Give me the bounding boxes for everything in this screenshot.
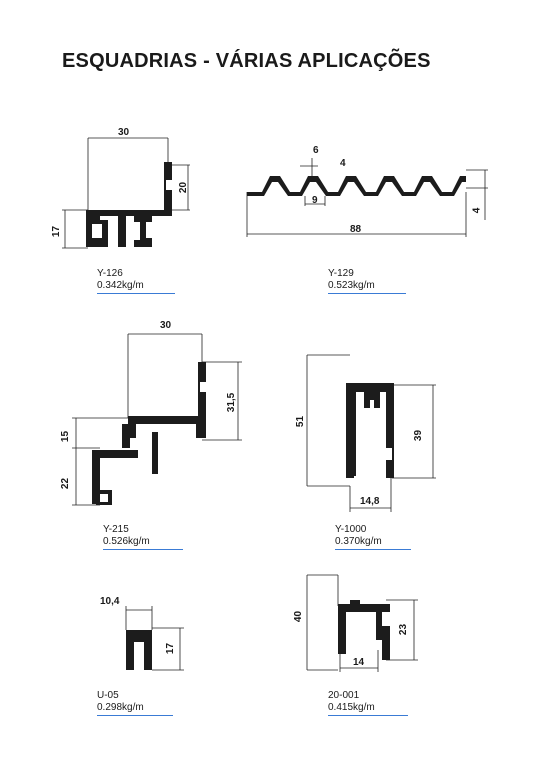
u05-underline [97, 715, 173, 716]
y126-code: Y-126 [97, 268, 123, 279]
20001-dim-40: 40 [293, 610, 305, 623]
y126-dim-left-height: 17 [51, 225, 63, 238]
profile-20001-drawing [306, 574, 418, 672]
u05-code: U-05 [97, 690, 119, 701]
y129-code: Y-129 [328, 268, 354, 279]
y129-underline [328, 293, 406, 294]
20001-dim-14: 14 [353, 657, 365, 668]
y126-dim-width: 30 [118, 127, 130, 138]
y129-weight: 0.523kg/m [328, 280, 375, 291]
y129-dim-9: 9 [312, 195, 318, 206]
y1000-underline [335, 549, 411, 550]
20001-weight: 0.415kg/m [328, 702, 375, 713]
y215-dim-22: 22 [60, 477, 72, 490]
profile-y1000-drawing [306, 354, 436, 512]
y215-weight: 0.526kg/m [103, 536, 150, 547]
y129-dim-88: 88 [350, 224, 362, 235]
y1000-dim-39: 39 [413, 429, 425, 442]
y126-weight: 0.342kg/m [97, 280, 144, 291]
profile-y126-drawing [62, 137, 190, 249]
u05-weight: 0.298kg/m [97, 702, 144, 713]
20001-code: 20-001 [328, 690, 360, 701]
y129-dim-6: 6 [313, 145, 319, 156]
page-title: ESQUADRIAS - VÁRIAS APLICAÇÕES [62, 50, 431, 72]
y1000-dim-51: 51 [295, 415, 307, 428]
20001-underline [328, 715, 408, 716]
20001-dim-23: 23 [398, 623, 410, 636]
y129-dim-4-top: 4 [340, 158, 346, 169]
y215-dim-right-height: 31,5 [226, 392, 238, 413]
profile-y129-drawing [246, 158, 488, 237]
profile-y215-drawing [72, 333, 242, 506]
u05-dim-10-4: 10,4 [100, 596, 120, 607]
y215-underline [103, 549, 183, 550]
profile-u05-drawing [125, 606, 184, 671]
y129-dim-4-right: 4 [471, 207, 483, 214]
y126-dim-right-height: 20 [178, 181, 190, 194]
u05-dim-17: 17 [165, 642, 177, 655]
y1000-code: Y-1000 [335, 524, 367, 535]
y1000-weight: 0.370kg/m [335, 536, 382, 547]
y215-code: Y-215 [103, 524, 129, 535]
y126-underline [97, 293, 175, 294]
y1000-dim-14-8: 14,8 [360, 496, 380, 507]
y215-dim-15: 15 [60, 430, 72, 443]
y215-dim-width: 30 [160, 320, 172, 331]
